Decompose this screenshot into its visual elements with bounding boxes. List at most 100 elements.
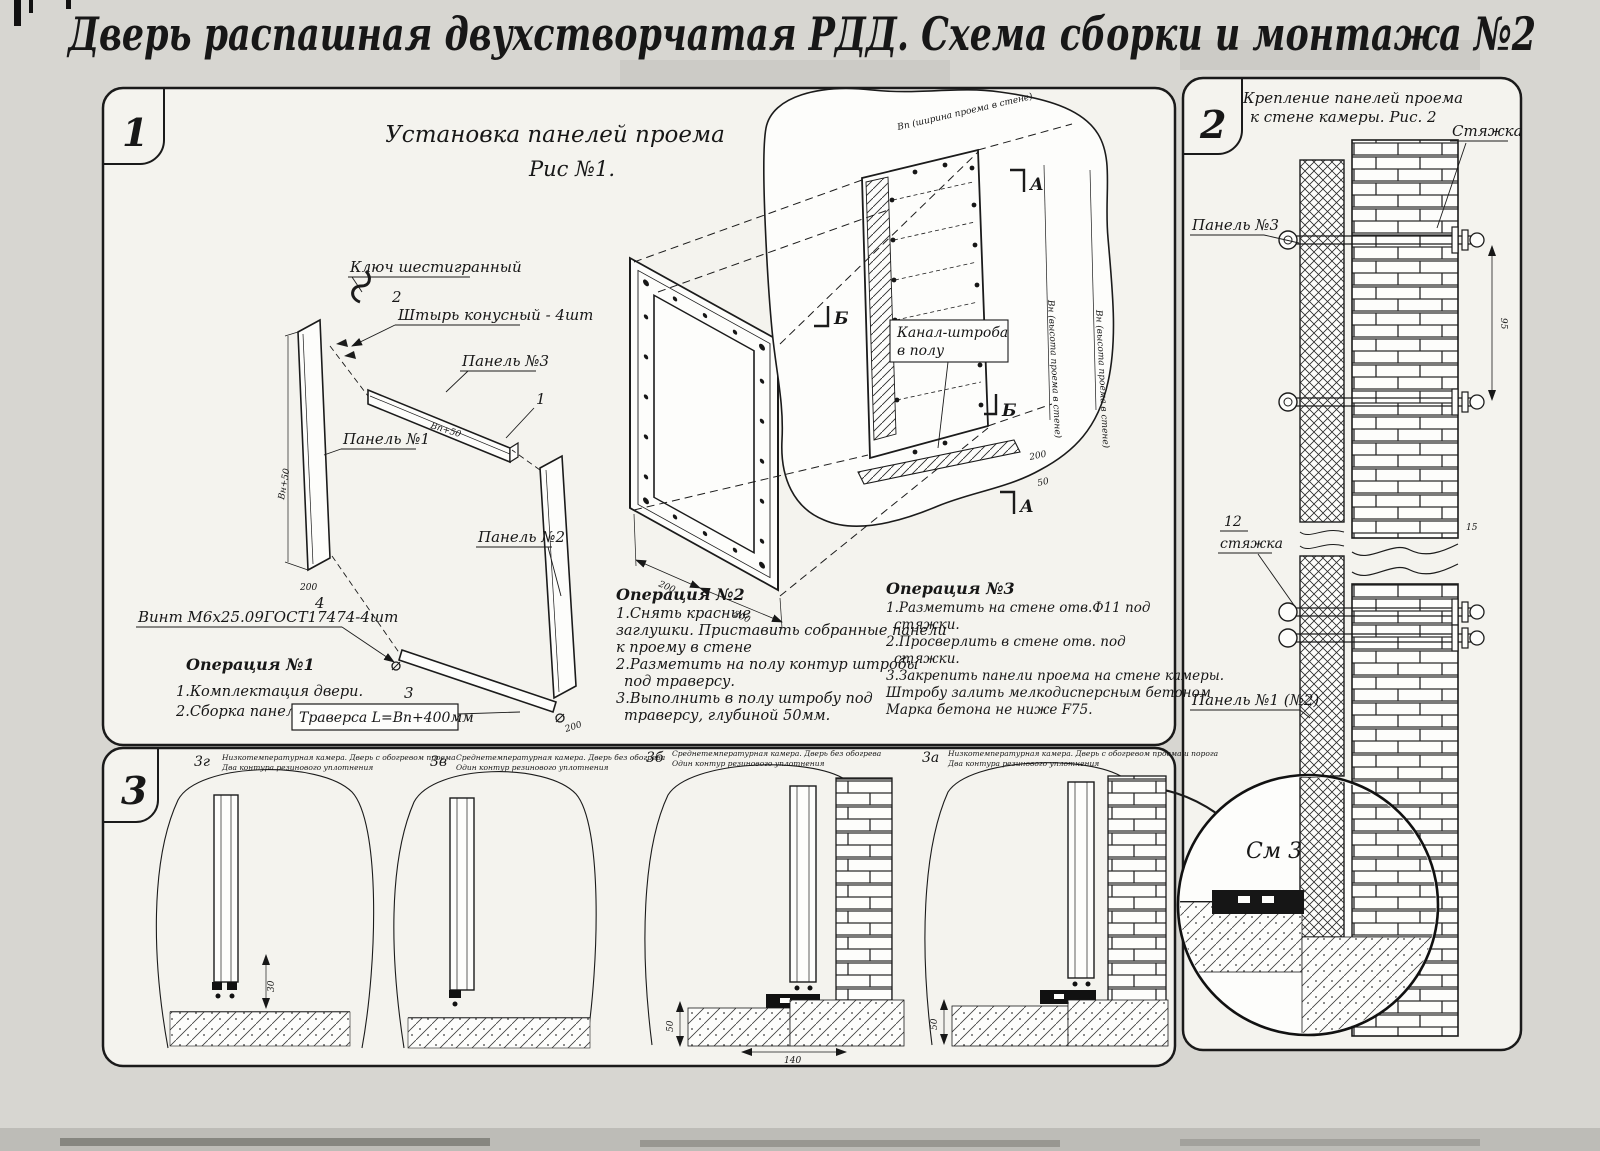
detail-3b: 3б Среднетемпературная камера. Дверь без… bbox=[644, 749, 905, 1066]
op3-l2: стяжки. bbox=[894, 617, 960, 633]
detail-3v-contour bbox=[393, 771, 597, 1049]
floor-channel bbox=[857, 439, 1021, 485]
detail-3a-wall bbox=[1107, 775, 1167, 1003]
detail-3b-id: 3б bbox=[646, 750, 664, 766]
detail-3b-dim140: 140 bbox=[784, 1056, 801, 1066]
s2-heading-line2: к стене камеры. Рис. 2 bbox=[1250, 108, 1437, 126]
section-2-wall-fastening: Крепление панелей проема к стене камеры.… bbox=[1134, 89, 1523, 1037]
op3-l1: 1.Разметить на стене отв.Ф11 под bbox=[886, 600, 1150, 616]
section1-number-cell bbox=[103, 88, 165, 165]
section3-number-cell bbox=[103, 748, 159, 823]
detail-3b-wall bbox=[835, 777, 893, 1001]
page-title: Дверь распашная двухстворчатая РДД. Схем… bbox=[66, 7, 1536, 61]
section-mark-b-right: Б bbox=[1001, 401, 1017, 421]
op1-title: Операция №1 bbox=[186, 655, 315, 674]
op3-l3: 2.Просверлить в стене отв. под bbox=[885, 634, 1126, 650]
dim-95: 95 bbox=[1498, 318, 1508, 330]
panel-strip-lower bbox=[1299, 555, 1345, 777]
tie-label: Стяжка bbox=[1452, 122, 1523, 140]
detail-3v-gasket bbox=[449, 990, 461, 998]
detail-3v: 3в Среднетемпературная камера. Дверь без… bbox=[393, 753, 665, 1049]
channel-label-line1: Канал-штроба bbox=[896, 325, 1008, 341]
op3-l5: 3.Закрепить панели проема на стене камер… bbox=[886, 668, 1224, 684]
callout-12: 12 bbox=[1224, 514, 1242, 530]
detail-3g-gasket2 bbox=[227, 982, 237, 990]
tie-label-2: стяжка bbox=[1220, 536, 1283, 552]
detail-3g-cap1: Низкотемпературная камера. Дверь с обогр… bbox=[221, 753, 456, 762]
section-mark-a-bottom: А bbox=[1018, 497, 1034, 517]
dim-50-a: 50 bbox=[1037, 477, 1051, 489]
hexkey-label: Ключ шестигранный bbox=[349, 258, 522, 276]
op1-line1: 1.Комплектация двери. bbox=[176, 684, 363, 700]
exploded-panels-drawing bbox=[284, 270, 577, 723]
section3-frame bbox=[101, 746, 1177, 1068]
panel12-label: Панель №1 (№2) bbox=[1191, 691, 1319, 709]
detail-3g-floor bbox=[169, 1011, 351, 1047]
detail-3b-floor-low bbox=[687, 1007, 791, 1047]
dim-200-e: 200 bbox=[1028, 450, 1048, 464]
detail-3b-cap2: Один контур резинового уплотнения bbox=[672, 759, 825, 768]
section-mark-b-left: Б bbox=[833, 309, 849, 329]
detail-3v-cap2: Один контур резинового уплотнения bbox=[456, 763, 609, 772]
detail-3g-gasket1 bbox=[212, 982, 222, 990]
traverse-label: Траверса L=Bn+400мм bbox=[299, 710, 474, 726]
detail-3g-dim30: 30 bbox=[267, 980, 277, 992]
op2-l4: 2.Разметить на полу контур штробы bbox=[615, 657, 918, 673]
assembled-frame-drawing bbox=[629, 256, 783, 629]
op2-l7: траверсу, глубиной 50мм. bbox=[624, 708, 830, 724]
detail-3g-cap2: Два контура резинового уплотнения bbox=[221, 763, 373, 772]
panel1-label: Панель №1 bbox=[342, 430, 430, 448]
tie-bolt-4 bbox=[1278, 624, 1485, 652]
op2-l3: к проему в стене bbox=[616, 640, 752, 656]
cone-pins bbox=[336, 339, 356, 359]
detail-3g-door bbox=[213, 794, 239, 983]
detail-3a-door bbox=[1067, 781, 1095, 979]
screw-label: Винт М6х25.09ГОСТ17474-4шт bbox=[137, 608, 398, 626]
panel3-label: Панель №3 bbox=[461, 352, 549, 370]
see-detail-3-label: См 3 bbox=[1246, 839, 1302, 864]
panel1-shape bbox=[297, 318, 331, 572]
panel-strip-upper bbox=[1299, 159, 1345, 523]
projection-lines bbox=[633, 123, 1073, 597]
tie-bolt-2 bbox=[1278, 388, 1485, 416]
detail-3a: 3а Низкотемпературная камера. Дверь с об… bbox=[922, 749, 1218, 1047]
section-mark-a-bottom-flag bbox=[1000, 490, 1016, 514]
section-mark-b-right-flag bbox=[984, 394, 998, 416]
panel3-section-label: Панель №3 bbox=[1191, 216, 1279, 234]
section-mark-a-top: А bbox=[1028, 175, 1044, 195]
section-1-panel-installation: Установка панелей проема Рис №1. bbox=[136, 87, 1224, 735]
tie-bolt-3 bbox=[1278, 598, 1485, 626]
detail-3v-floor bbox=[407, 1017, 591, 1049]
s1-fig-label: Рис №1. bbox=[528, 157, 615, 181]
detail-3v-id: 3в bbox=[430, 754, 447, 770]
detail-3a-floor-high bbox=[1067, 999, 1169, 1047]
panel-break-lines bbox=[1299, 530, 1345, 550]
op3-l6: Штробу залить мелкодисперсным бетоном bbox=[885, 685, 1211, 701]
detail-3g-id: 3г bbox=[194, 754, 210, 770]
channel-label-box bbox=[889, 319, 1009, 363]
detail-3v-door bbox=[449, 797, 475, 991]
op3-l7: Марка бетона не ниже F75. bbox=[885, 702, 1093, 718]
detail-3b-floor-high bbox=[789, 999, 905, 1047]
wall-break-lines bbox=[1351, 543, 1459, 577]
detail-3g-contour bbox=[155, 769, 375, 1049]
s2-heading-line1: Крепление панелей проема bbox=[1242, 89, 1463, 107]
panel2-label: Панель №2 bbox=[477, 528, 565, 546]
section1-number: 1 bbox=[122, 110, 148, 155]
op3-l4: стяжки. bbox=[894, 651, 960, 667]
detail-3a-floor-low bbox=[951, 1005, 1069, 1047]
pin-label: Штырь конусный - 4шт bbox=[397, 306, 593, 324]
section3-number: 3 bbox=[121, 768, 147, 813]
detail-3b-door bbox=[789, 785, 817, 983]
opening-hole-dots bbox=[889, 162, 984, 455]
detail-3a-cap1: Низкотемпературная камера. Дверь с обогр… bbox=[947, 749, 1218, 758]
callout-4: 4 bbox=[314, 594, 325, 612]
dim-200-a: 200 bbox=[299, 583, 317, 593]
pin-number: 2 bbox=[391, 288, 402, 306]
detail-3g: 3г Низкотемпературная камера. Дверь с об… bbox=[155, 753, 456, 1049]
section2-number-cell bbox=[1183, 78, 1243, 155]
section2-number: 2 bbox=[1199, 102, 1226, 147]
